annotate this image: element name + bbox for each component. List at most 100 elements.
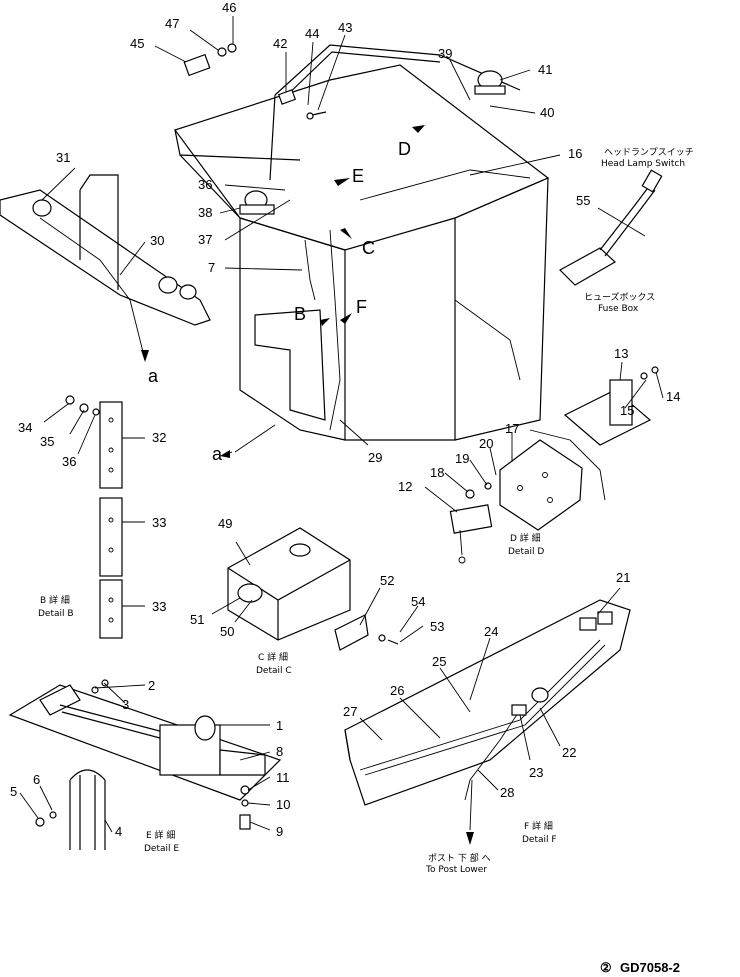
callout-41: 40 [540,105,554,120]
callout-50: 50 [220,624,234,639]
caption-headlamp-en: Head Lamp Switch [601,159,685,169]
caption-detail-c-jp: C 詳 細 [258,651,288,663]
callout-30: 30 [150,233,164,248]
callout-11: 11 [276,770,290,785]
fuse-box-55 [559,169,663,286]
beacon-lamp-42 [474,70,506,95]
caption-post-en: To Post Lower [425,865,487,875]
callout-2: 2 [148,678,155,693]
beacon-lamp-39 [239,190,275,215]
callout-42: 41 [538,62,552,77]
caption-fusebox-jp: ヒューズボックス [584,291,655,303]
callout-33b: 33 [152,599,166,614]
callout-labels: 46 47 45 42 44 43 39 41 40 16 36 38 37 7… [10,0,680,839]
callout-17: 17 [505,421,519,436]
callout-47: 46 [222,0,236,15]
callout-24: 24 [484,624,498,639]
callout-35: 35 [40,434,54,449]
callout-53: 53 [430,619,444,634]
callout-8: 8 [276,744,283,759]
callout-18: 18 [430,465,444,480]
view-letter-e: E [352,166,364,186]
console-body [174,44,550,441]
detail-b-plates [65,395,123,639]
view-letters: E C F B D a a [148,139,411,464]
drawing-number: ② GD7058-2 [600,960,680,975]
callout-44: 43 [338,20,352,35]
view-arrows [320,125,425,326]
caption-detail-c-en: Detail C [256,666,292,676]
caption-post-jp: ポスト 下 部 へ [428,852,491,864]
caption-headlamp-jp: ヘッドランプスイッチ [604,147,694,158]
drawing-prefix: ② [600,960,612,975]
callout-23: 23 [529,765,543,780]
callout-4: 4 [115,824,122,839]
caption-fusebox-en: Fuse Box [598,304,639,314]
callout-13: 13 [614,346,628,361]
lamp-bracket-46 [183,43,237,77]
caption-detail-b-en: Detail B [38,609,74,619]
callout-34: 34 [18,420,32,435]
callout-29: 29 [368,450,382,465]
callout-16: 16 [568,146,582,161]
caption-detail-d-jp: D 詳 細 [510,532,541,544]
clip-43 [277,89,297,105]
callout-39: 38 [198,205,212,220]
drawing-id: GD7058-2 [620,960,680,975]
callout-3: 3 [122,697,129,712]
armrest-30 [0,174,211,362]
callout-43: 42 [273,36,287,51]
caption-detail-d-en: Detail D [508,547,544,557]
callout-20: 20 [479,436,493,451]
callout-45: 44 [305,26,319,41]
callout-48: 47 [165,16,179,31]
callout-5: 5 [10,784,17,799]
callout-22: 22 [562,745,576,760]
callout-37: 36 [198,177,212,192]
caption-detail-e-en: Detail E [144,844,179,854]
caption-detail-b-jp: B 詳 細 [40,594,70,606]
caption-detail-f-jp: F 詳 細 [524,820,553,832]
callout-46: 45 [130,36,144,51]
callout-10: 10 [276,797,290,812]
view-letter-d: D [398,139,411,159]
callout-28: 28 [500,785,514,800]
callout-9: 9 [276,824,283,839]
callout-27: 27 [343,704,357,719]
callout-55: 55 [576,193,590,208]
callout-7: 7 [208,260,215,275]
bolt-44 [306,111,327,120]
detail-f [344,599,631,845]
callout-52: 52 [380,573,394,588]
callout-49: 49 [218,516,232,531]
callout-54: 54 [411,594,425,609]
switch-13 [563,366,659,446]
callout-33a: 33 [152,515,166,530]
callout-14: 14 [666,389,680,404]
view-letter-c: C [362,238,375,258]
callout-12: 12 [398,479,412,494]
callout-1: 1 [276,718,283,733]
caption-detail-e-jp: E 詳 細 [146,829,175,841]
callout-38: 37 [198,232,212,247]
callout-25: 25 [432,654,446,669]
callout-6: 6 [33,772,40,787]
view-letter-a2: a [212,444,223,464]
callout-40: 39 [438,46,452,61]
callout-26: 26 [390,683,404,698]
view-letter-a1: a [148,366,159,386]
detail-c-box [227,527,399,651]
leader-lines [19,16,664,833]
detail-e [8,679,282,850]
callout-36: 36 [62,454,76,469]
view-letter-f: F [356,297,367,317]
callout-19: 19 [455,451,469,466]
callout-32: 32 [152,430,166,445]
callout-15: 15 [620,403,634,418]
callout-21: 21 [616,570,630,585]
detail-d [449,429,606,564]
captions: ヘッドランプスイッチ Head Lamp Switch ヒューズボックス Fus… [38,147,694,875]
caption-detail-f-en: Detail F [522,835,557,845]
callout-51: 51 [190,612,204,627]
